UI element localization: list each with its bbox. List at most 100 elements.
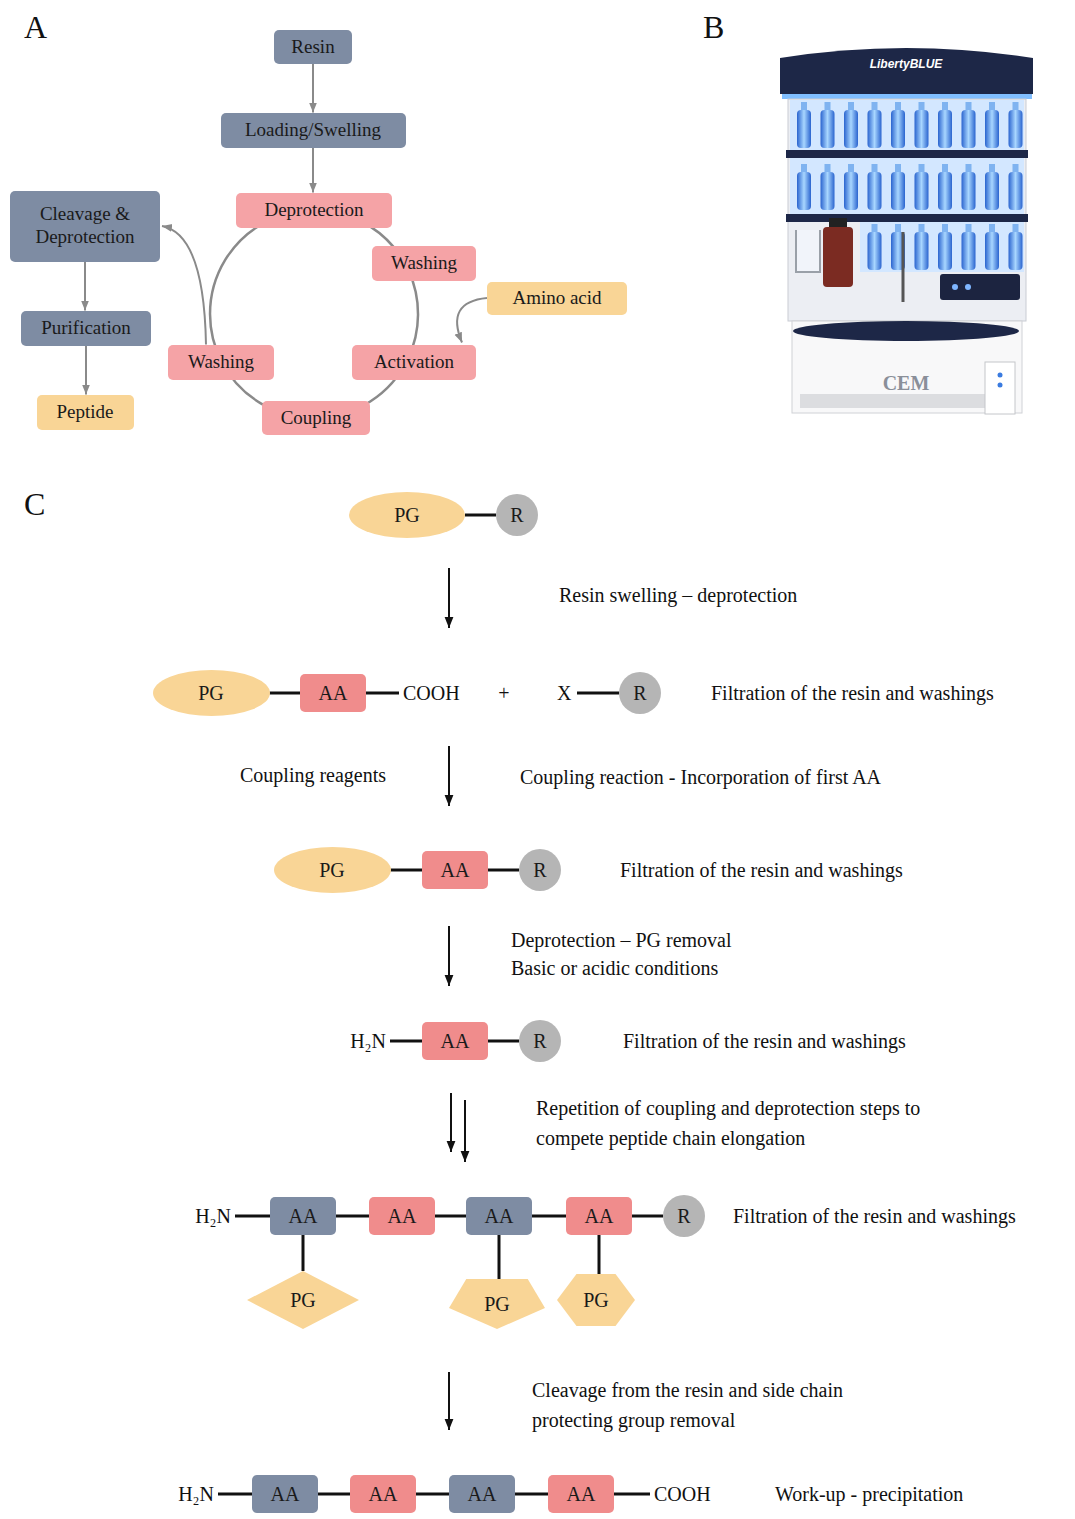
annotation-text: X <box>557 680 571 706</box>
bond-line <box>532 1215 566 1218</box>
annotation-text: LibertyBLUE <box>870 57 943 71</box>
bond-line <box>390 1040 422 1043</box>
bottle-neck <box>848 164 854 173</box>
shelf <box>786 214 1028 222</box>
step-arrow <box>448 1372 450 1430</box>
bottle-neck <box>942 224 948 233</box>
reagent-bottle <box>985 172 999 210</box>
flow-arrow <box>457 298 487 343</box>
process-box: AA <box>566 1197 632 1235</box>
process-box: AA <box>252 1475 318 1513</box>
bond-line <box>515 1493 548 1496</box>
bottle-neck <box>825 102 831 111</box>
reagent-bottle <box>915 172 929 210</box>
bond-line <box>614 1493 650 1496</box>
brown-bottle <box>823 227 853 287</box>
bottle-neck <box>872 164 878 173</box>
process-box: AA <box>300 674 366 712</box>
glow-panel <box>790 158 1024 214</box>
bottle-neck <box>895 102 901 111</box>
node-label: PG <box>394 503 420 527</box>
process-box: Peptide <box>37 395 134 430</box>
node-label: PG <box>583 1288 609 1312</box>
annotation-text: H₂N <box>195 1203 231 1229</box>
bottle-neck <box>919 102 925 111</box>
protecting-group-hexagon: PG <box>557 1274 635 1326</box>
node-label: Washing <box>188 351 254 374</box>
reagent-bottle <box>844 172 858 210</box>
reagent-bottle <box>821 172 835 210</box>
bond-line <box>218 1493 252 1496</box>
node-label: Coupling <box>281 407 352 430</box>
protecting-group-pentagon <box>449 1279 545 1329</box>
protecting-group-ellipse: PG <box>349 492 465 538</box>
node-label: AA <box>567 1482 596 1506</box>
bottle-neck <box>801 102 807 111</box>
resin-circle: R <box>519 1020 561 1062</box>
bond-line <box>598 1235 601 1274</box>
process-box: AA <box>270 1197 336 1235</box>
annotation-text: Coupling reaction - Incorporation of fir… <box>520 764 881 790</box>
node-label: Activation <box>374 351 454 374</box>
bond-line <box>336 1215 369 1218</box>
bond-line <box>270 692 301 695</box>
node-label: R <box>533 1029 546 1053</box>
step-arrow <box>464 1100 466 1162</box>
reagent-bottle <box>962 232 976 270</box>
resin-circle: R <box>663 1195 705 1237</box>
panel-letter: C <box>24 485 45 523</box>
annotation-text: Coupling reagents <box>240 762 386 788</box>
resin-circle: R <box>496 494 538 536</box>
process-box: AA <box>369 1197 435 1235</box>
machine-base <box>792 321 1022 413</box>
bottle-cap <box>829 218 847 228</box>
bond-line <box>498 1235 501 1279</box>
process-box: AA <box>422 1022 488 1060</box>
step-arrow <box>448 746 450 806</box>
bottle-neck <box>1013 164 1019 173</box>
node-label: AA <box>369 1482 398 1506</box>
synthesizer-photo <box>780 48 1033 414</box>
bottle-neck <box>966 224 972 233</box>
protecting-group-hexagon <box>557 1274 635 1326</box>
process-box: AA <box>449 1475 515 1513</box>
node-label: AA <box>289 1204 318 1228</box>
bottle-neck <box>848 102 854 111</box>
glow-panel <box>860 222 1024 272</box>
node-label: Loading/Swelling <box>245 119 381 142</box>
base-rim <box>793 321 1019 341</box>
reagent-bottle <box>821 110 835 148</box>
bond-line <box>235 1215 270 1218</box>
base-grille <box>800 394 1012 408</box>
bottle-neck <box>801 164 807 173</box>
bond-line <box>302 1235 305 1271</box>
node-label: Deprotection <box>264 199 363 222</box>
reagent-bottle <box>938 172 952 210</box>
protecting-group-ellipse: PG <box>153 670 270 716</box>
node-label: R <box>633 681 646 705</box>
bond-line <box>416 1493 449 1496</box>
reagent-bottle <box>938 110 952 148</box>
glow-panel <box>790 100 1024 150</box>
panel-letter: A <box>24 8 47 46</box>
node-label: AA <box>468 1482 497 1506</box>
reagent-bottle <box>868 232 882 270</box>
bottle-neck <box>895 224 901 233</box>
annotation-text: Deprotection – PG removal Basic or acidi… <box>511 926 773 982</box>
protecting-group-diamond <box>247 1271 359 1329</box>
reagent-bottle <box>868 110 882 148</box>
reagent-bottle <box>797 172 811 210</box>
bottle-neck <box>966 164 972 173</box>
reagent-bottle <box>797 110 811 148</box>
bond-line <box>435 1215 466 1218</box>
bond-line <box>391 869 423 872</box>
bottle-neck <box>989 102 995 111</box>
step-arrow <box>448 926 450 986</box>
resin-circle: R <box>619 672 661 714</box>
reagent-bottle <box>985 232 999 270</box>
reagent-bottle <box>868 172 882 210</box>
bond-line <box>488 869 519 872</box>
annotation-text: COOH <box>654 1481 711 1507</box>
